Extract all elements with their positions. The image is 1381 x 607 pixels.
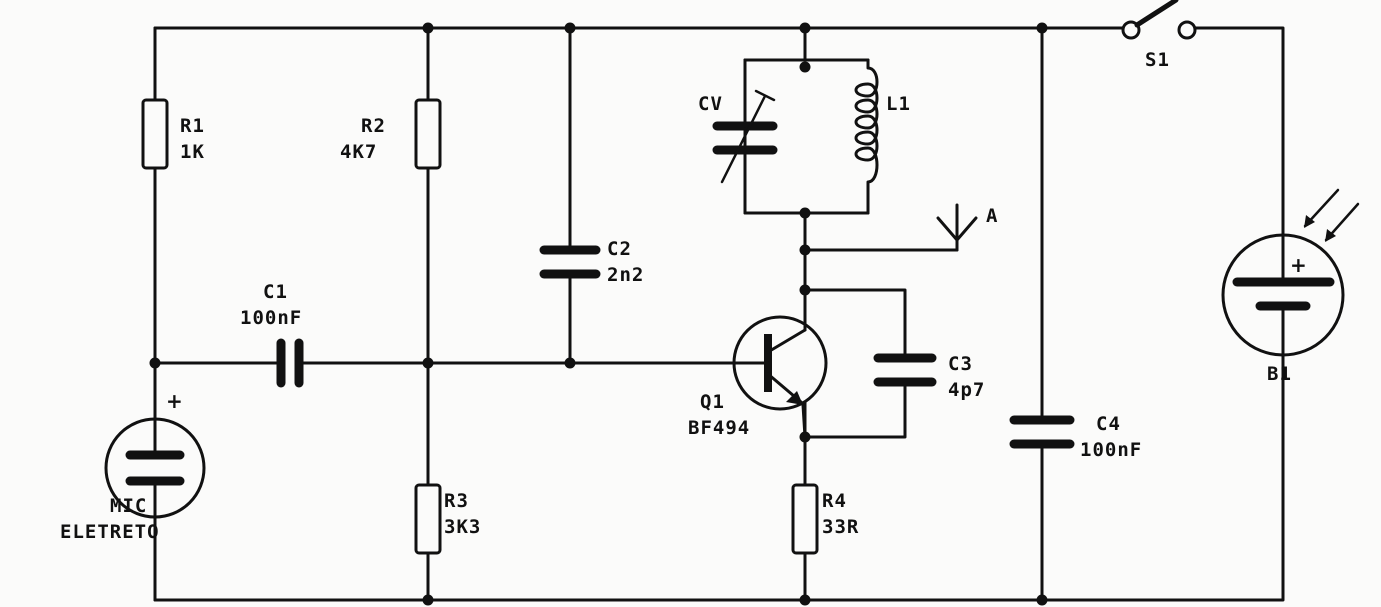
capacitor-c3	[873, 353, 937, 387]
r2-value-label: 4K7	[340, 141, 377, 163]
c2-ref-label: C2	[607, 238, 632, 260]
bottom-rail	[153, 353, 1285, 602]
r1-value-label: 1K	[180, 141, 205, 163]
resistor-r4	[791, 483, 819, 555]
q1-value-label: BF494	[688, 417, 750, 439]
antenna-symbol	[936, 203, 978, 252]
r2-ref-label: R2	[361, 115, 386, 137]
q1-ref-label: Q1	[700, 391, 725, 413]
cv-ref-label: CV	[698, 93, 723, 115]
c2-value-label: 2n2	[607, 264, 644, 286]
c4-value-label: 100nF	[1080, 439, 1142, 461]
resistor-r2	[414, 98, 442, 170]
resistor-r3	[414, 483, 442, 555]
r4-value-label: 33R	[822, 516, 859, 538]
electret-microphone	[104, 417, 206, 519]
r4-ref-label: R4	[822, 490, 847, 512]
component-labels: R1 1K R2 4K7 R3 3K3 R4 33R C1 100nF C2 2…	[60, 49, 1307, 543]
battery-b1	[1221, 188, 1360, 357]
capacitor-c4	[1009, 415, 1075, 449]
c4-ref-label: C4	[1096, 413, 1121, 435]
b1-polarity-label: +	[1290, 253, 1307, 277]
l1-ref-label: L1	[886, 93, 911, 115]
b1-ref-label: B1	[1267, 363, 1292, 385]
capacitor-c2	[539, 245, 601, 279]
antenna-ref-label: A	[986, 205, 998, 227]
inductor-l1	[854, 58, 879, 215]
r3-value-label: 3K3	[444, 516, 481, 538]
top-rail-right	[1190, 26, 1285, 237]
junction-dots	[149, 22, 1048, 606]
s1-ref-label: S1	[1145, 49, 1170, 71]
c3-value-label: 4p7	[948, 379, 985, 401]
mic-polarity-label: +	[166, 389, 183, 413]
c3-ref-label: C3	[948, 353, 973, 375]
mic-label-line2: ELETRETO	[60, 521, 160, 543]
c1-value-label: 100nF	[240, 307, 302, 329]
switch-s1[interactable]	[1121, 0, 1197, 40]
transistor-q1	[732, 288, 828, 439]
mic-label-line1: MIC	[110, 495, 147, 517]
antenna-lead	[803, 210, 959, 252]
c1-ref-label: C1	[263, 281, 288, 303]
r3-ref-label: R3	[444, 490, 469, 512]
r1-ref-label: R1	[180, 115, 205, 137]
resistor-r1	[141, 98, 169, 170]
variable-capacitor-cv	[712, 58, 778, 215]
capacitor-c1	[276, 338, 304, 388]
